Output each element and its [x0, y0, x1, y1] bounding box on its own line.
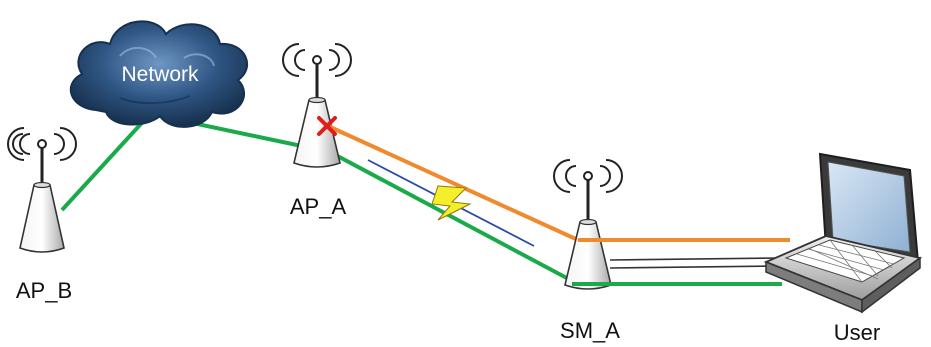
sm-user-cable-top — [609, 257, 781, 261]
cloud-icon — [69, 20, 249, 128]
orange-link — [327, 124, 790, 242]
sm-user-cable-bottom — [609, 265, 781, 269]
lightning-icon — [367, 159, 535, 247]
user-label: User — [834, 320, 880, 345]
laptop-icon — [763, 152, 923, 314]
x-mark-icon — [317, 116, 337, 136]
ap-b-antenna-icon — [7, 127, 77, 253]
sm-a-label: SM_A — [560, 318, 620, 343]
network-label: Network — [121, 63, 199, 86]
sm-a-antenna-icon — [553, 159, 623, 290]
ap-a-antenna-icon — [282, 43, 352, 168]
ap-b-label: AP_B — [16, 278, 72, 303]
ap-a-label: AP_A — [290, 194, 347, 219]
